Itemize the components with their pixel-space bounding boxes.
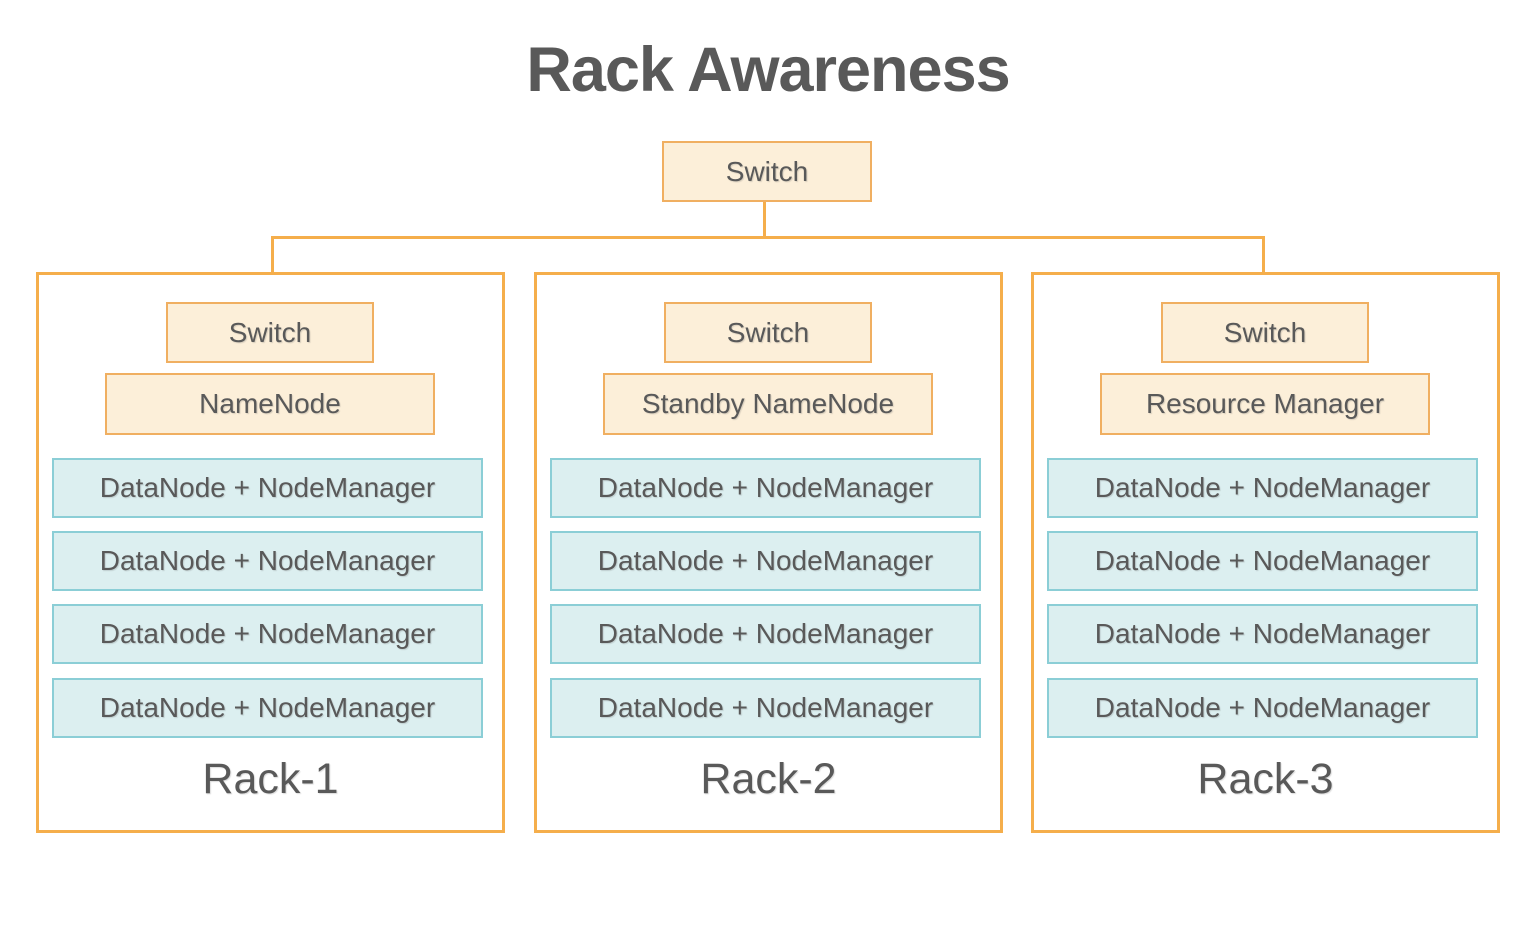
rack-2-standby-namenode-box: Standby NameNode: [603, 373, 933, 435]
rack-3-datanode-row-4: DataNode + NodeManager: [1047, 678, 1478, 738]
rack-3-datanode-label-2: DataNode + NodeManager: [1094, 545, 1431, 576]
rack-3-datanode-row-1: DataNode + NodeManager: [1047, 458, 1478, 518]
rack-2-container: Switch Standby NameNode DataNode + NodeM…: [534, 272, 1003, 833]
rack-2-datanode-label-1: DataNode + NodeManager: [597, 472, 934, 503]
connector-rack1-drop: [271, 236, 274, 274]
rack-3-container: Switch Resource Manager DataNode + NodeM…: [1031, 272, 1500, 833]
rack-2-datanode-row-1: DataNode + NodeManager: [550, 458, 981, 518]
rack-2-name: Rack-2: [700, 755, 837, 803]
rack-3-datanode-label-3: DataNode + NodeManager: [1094, 618, 1431, 649]
rack-3-switch-box: Switch: [1161, 302, 1369, 363]
diagram-title: Rack Awareness: [526, 35, 1010, 105]
rack-1-container: Switch NameNode DataNode + NodeManager D…: [36, 272, 505, 833]
rack-1-datanode-label-4: DataNode + NodeManager: [99, 692, 436, 723]
connector-core-switch-drop: [763, 202, 766, 238]
rack-1-datanode-row-1: DataNode + NodeManager: [52, 458, 483, 518]
rack-1-name: Rack-1: [202, 755, 339, 803]
rack-1-datanode-label-3: DataNode + NodeManager: [99, 618, 436, 649]
rack-1-datanode-label-1: DataNode + NodeManager: [99, 472, 436, 503]
rack-3-datanode-label-4: DataNode + NodeManager: [1094, 692, 1431, 723]
rack-1-datanode-label-2: DataNode + NodeManager: [99, 545, 436, 576]
rack-2-datanode-label-3: DataNode + NodeManager: [597, 618, 934, 649]
rack-1-datanode-row-3: DataNode + NodeManager: [52, 604, 483, 664]
rack-3-switch-label: Switch: [1223, 316, 1307, 348]
rack-1-namenode-label: NameNode: [199, 388, 341, 419]
rack-1-switch-label: Switch: [228, 316, 312, 348]
core-switch-box: Switch: [662, 141, 872, 202]
rack-3-resource-manager-box: Resource Manager: [1100, 373, 1430, 435]
rack-1-switch-box: Switch: [166, 302, 374, 363]
rack-1-datanode-row-4: DataNode + NodeManager: [52, 678, 483, 738]
rack-3-resource-manager-label: Resource Manager: [1145, 388, 1385, 419]
rack-2-datanode-label-2: DataNode + NodeManager: [597, 545, 934, 576]
rack-2-standby-namenode-label: Standby NameNode: [641, 388, 895, 419]
rack-3-datanode-row-3: DataNode + NodeManager: [1047, 604, 1478, 664]
rack-2-switch-label: Switch: [726, 316, 810, 348]
rack-2-switch-box: Switch: [664, 302, 872, 363]
rack-1-namenode-box: NameNode: [105, 373, 435, 435]
rack-1-datanode-row-2: DataNode + NodeManager: [52, 531, 483, 591]
rack-2-datanode-label-4: DataNode + NodeManager: [597, 692, 934, 723]
rack-2-datanode-row-4: DataNode + NodeManager: [550, 678, 981, 738]
rack-3-datanode-row-2: DataNode + NodeManager: [1047, 531, 1478, 591]
rack-3-name: Rack-3: [1197, 755, 1334, 803]
connector-horizontal-bus: [271, 236, 1265, 239]
connector-rack3-drop: [1262, 236, 1265, 274]
core-switch-label: Switch: [725, 155, 809, 187]
rack-2-datanode-row-2: DataNode + NodeManager: [550, 531, 981, 591]
rack-2-datanode-row-3: DataNode + NodeManager: [550, 604, 981, 664]
rack-3-datanode-label-1: DataNode + NodeManager: [1094, 472, 1431, 503]
